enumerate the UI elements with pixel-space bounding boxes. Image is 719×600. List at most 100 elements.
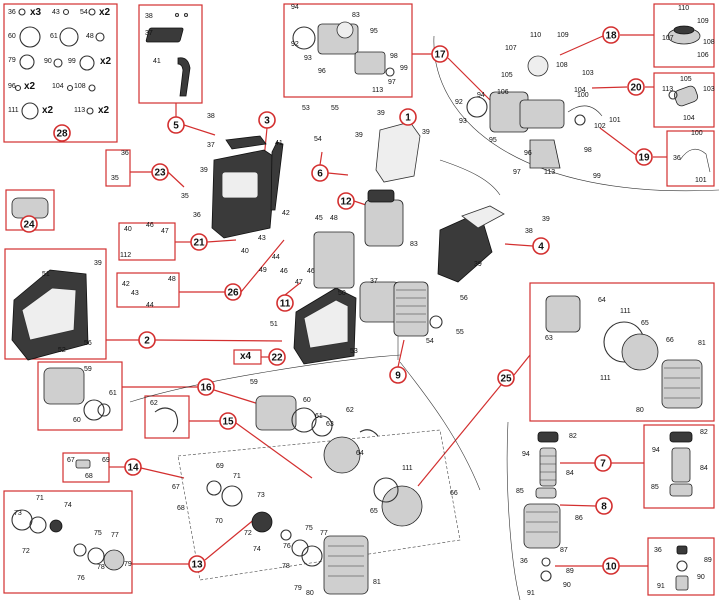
callout-11: 11: [276, 294, 294, 312]
callout-number: 26: [227, 288, 239, 299]
part-label: 80: [306, 590, 314, 597]
part-label: 42: [282, 210, 290, 217]
part-label: 73: [14, 510, 22, 517]
callout-number: 21: [193, 238, 205, 249]
part-label: x2: [42, 105, 54, 116]
callout-number: 4: [538, 242, 544, 253]
inset-18-20-19-parts: [667, 25, 711, 173]
part-label: 111: [600, 375, 611, 382]
part-label: 55: [331, 105, 339, 112]
callout-number: 10: [605, 562, 617, 573]
inset-box-25: [529, 282, 715, 422]
part-label: 67: [172, 484, 180, 491]
part-label: 85: [651, 484, 659, 491]
part-label: 43: [52, 9, 60, 16]
callout-circle: [151, 163, 169, 181]
part-label: 94: [522, 451, 530, 458]
part-label: 109: [697, 18, 709, 25]
callout-24: 24: [20, 215, 38, 233]
part-label: 62: [346, 407, 354, 414]
part-label: 35: [181, 193, 189, 200]
part-label: 91: [527, 590, 535, 597]
callout-7: 7: [594, 454, 612, 472]
part-label: 72: [22, 548, 30, 555]
part-label: 71: [233, 473, 241, 480]
part-label: x2: [98, 105, 110, 116]
part-label: 52: [58, 347, 66, 354]
part-label: 37: [207, 142, 215, 149]
callout-circle: [224, 283, 242, 301]
part-label: 101: [609, 117, 621, 124]
part-label: 51: [270, 321, 278, 328]
callout-17: 17: [431, 45, 449, 63]
part-label: x2: [24, 81, 36, 92]
callout-number: 14: [127, 463, 139, 474]
part-label: 77: [320, 530, 328, 537]
part-label: 100: [691, 130, 703, 137]
part-label: 40: [241, 248, 249, 255]
part-label: 36: [193, 212, 201, 219]
callout-14: 14: [124, 458, 142, 476]
part-label: 65: [641, 320, 649, 327]
part-label: 43: [258, 235, 266, 242]
part-label: 38: [145, 13, 153, 20]
part-label: 39: [422, 129, 430, 136]
part-label: x2: [100, 56, 112, 67]
inset-box-28: [3, 3, 118, 143]
part-label: 102: [594, 123, 606, 130]
part-label: 84: [566, 470, 574, 477]
part-label: 63: [545, 335, 553, 342]
callout-number: 12: [340, 197, 352, 208]
part-label: 103: [582, 70, 594, 77]
part-label: 96: [8, 83, 16, 90]
part-label: 65: [370, 508, 378, 515]
part-label: 110: [678, 5, 689, 12]
inset-box-15: [144, 395, 190, 439]
part-label: 60: [303, 397, 311, 404]
part-label: 43: [131, 290, 139, 297]
callout-19: 19: [635, 148, 653, 166]
part-label: 108: [703, 39, 715, 46]
callout-2: 2: [138, 331, 156, 349]
inset-28-parts: [14, 8, 105, 120]
part-label: 97: [513, 169, 521, 176]
part-label: x3: [30, 7, 42, 18]
callout-number: 8: [601, 502, 607, 513]
part-label: 113: [662, 86, 673, 93]
callout-28: 28: [53, 124, 71, 142]
part-label: 41: [275, 140, 283, 147]
part-label: 40: [124, 226, 132, 233]
callout-number: 6: [317, 169, 323, 180]
part-label: 104: [683, 115, 695, 122]
part-label: 108: [74, 83, 86, 90]
part-label: 75: [94, 530, 102, 537]
part-label: x2: [99, 7, 111, 18]
callout-21: 21: [190, 233, 208, 251]
part-label: 66: [666, 337, 674, 344]
guide-lines: [129, 35, 719, 600]
part-label: 69: [102, 457, 110, 464]
callout-9: 9: [389, 366, 407, 384]
part-label: 89: [566, 568, 574, 575]
part-label: 77: [111, 532, 119, 539]
callout-number: 3: [264, 116, 270, 127]
part-label: 95: [370, 28, 378, 35]
callout-circle: [635, 148, 653, 166]
callout-number: 13: [191, 560, 203, 571]
callout-3: 3: [258, 111, 276, 129]
part-label: 78: [282, 563, 290, 570]
callout-circle: [197, 378, 215, 396]
part-label: 112: [120, 252, 131, 259]
callout-5: 5: [167, 116, 185, 134]
part-label: 36: [520, 558, 528, 565]
inset-box-5: [138, 4, 203, 104]
part-label: 110: [530, 32, 541, 39]
part-label: 47: [161, 228, 169, 235]
part-label: 81: [698, 340, 706, 347]
callout-circle: [124, 458, 142, 476]
part-label: 63: [326, 421, 334, 428]
part-label: 54: [80, 9, 88, 16]
callout-13: 13: [188, 555, 206, 573]
inset-box-2: [4, 248, 107, 360]
